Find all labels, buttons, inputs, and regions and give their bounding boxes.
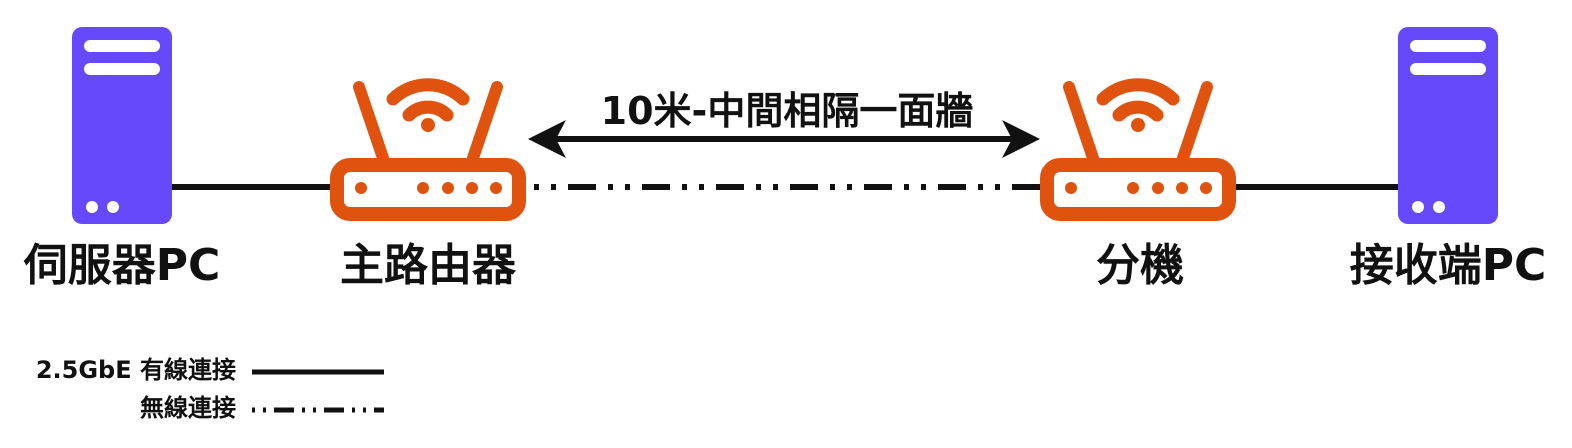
legend-wireless-label: 無線連接: [140, 394, 236, 422]
distance-label: 10米-中間相隔一面牆: [600, 89, 974, 133]
server-tower-icon: [1398, 27, 1498, 224]
wifi-router-icon: [1040, 78, 1236, 221]
server-tower-icon: [72, 27, 172, 224]
satellite-label: 分機: [1096, 240, 1184, 291]
distance-arrow: [528, 120, 1040, 158]
receiver-pc-label: 接收端PC: [1349, 240, 1547, 291]
wifi-router-icon: [330, 78, 526, 221]
legend-wired-label: 2.5GbE 有線連接: [35, 356, 236, 384]
main-router-label: 主路由器: [340, 240, 516, 291]
server-pc-label: 伺服器PC: [23, 240, 221, 291]
